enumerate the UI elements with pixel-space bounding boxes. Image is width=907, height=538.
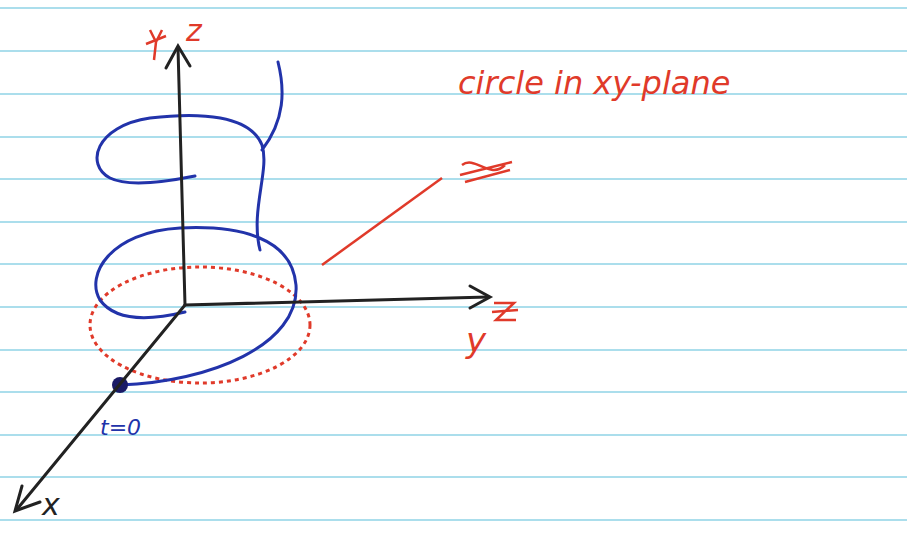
leader-line bbox=[322, 178, 442, 265]
crossed-out-scribble bbox=[460, 162, 512, 182]
crossed-out-scribble bbox=[492, 303, 518, 320]
crossed-out-scribble bbox=[146, 30, 166, 60]
helix-curve bbox=[96, 62, 296, 385]
axis-label: z bbox=[186, 14, 202, 47]
paper-lines bbox=[0, 8, 907, 520]
axes bbox=[15, 46, 490, 511]
axis-label: x bbox=[42, 488, 60, 521]
xy-circle bbox=[90, 267, 310, 383]
annotation-note: circle in xy-plane bbox=[458, 66, 730, 101]
time-label: t=0 bbox=[100, 416, 141, 440]
axis-label: y bbox=[466, 322, 486, 359]
